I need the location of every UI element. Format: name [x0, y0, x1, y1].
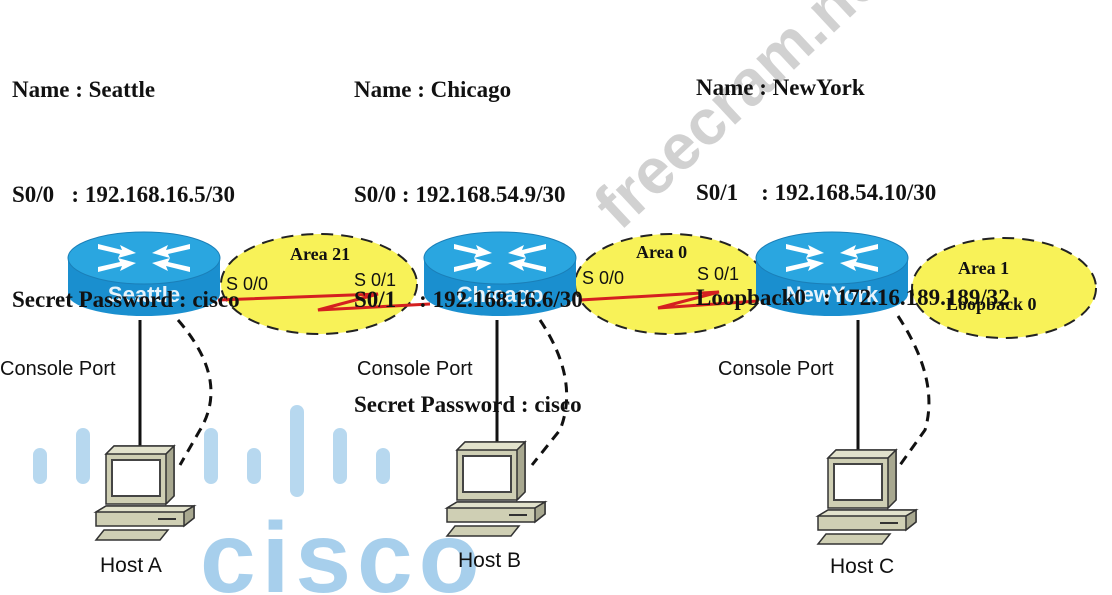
console-port-label-b: Console Port: [357, 358, 473, 380]
router-seattle[interactable]: Seattle: [67, 231, 221, 316]
newyork-info-name: Name : NewYork: [696, 75, 865, 100]
seattle-info-password: Secret Password : cisco: [12, 287, 240, 312]
area-21-label: Area 21: [290, 244, 350, 264]
chicago-info-password: Secret Password : cisco: [354, 392, 582, 417]
chicago-info-s01: S0/1 : 192.168.16.6/30: [354, 287, 583, 312]
serial-link-chicago-newyork: [579, 290, 759, 310]
serial-link-seattle-chicago: [217, 292, 431, 312]
dashed-link-c: [896, 315, 931, 466]
router-newyork[interactable]: NewYork: [755, 231, 909, 316]
area-0-left-iface: S 0/0: [582, 268, 624, 288]
chicago-info-s00: S0/0 : 192.168.54.9/30: [354, 182, 566, 207]
host-b-label: Host B: [458, 549, 521, 572]
chicago-info: Name : Chicago S0/0 : 192.168.54.9/30 S0…: [354, 2, 583, 492]
dashed-link-a: [176, 319, 213, 466]
host-c-label: Host C: [830, 555, 894, 578]
dashed-link-b: [530, 319, 569, 466]
host-a-label: Host A: [100, 554, 162, 577]
seattle-info-s00: S0/0 : 192.168.16.5/30: [12, 182, 235, 207]
newyork-info: Name : NewYork S0/1 : 192.168.54.10/30 L…: [696, 0, 1010, 385]
router-newyork-label: NewYork: [786, 282, 879, 307]
router-chicago[interactable]: Chicago: [423, 231, 577, 316]
area-1-loopback-label: Loopback 0: [946, 294, 1037, 314]
router-seattle-label: Seattle: [108, 282, 180, 307]
console-port-label-a: Console Port: [0, 358, 116, 380]
area-21-zone: Area 21 S 0/0 S 0/1: [220, 233, 418, 335]
newyork-info-s01: S0/1 : 192.168.54.10/30: [696, 180, 937, 205]
router-chicago-label: Chicago: [457, 282, 544, 307]
seattle-info-name: Name : Seattle: [12, 77, 156, 102]
area-1-zone: Area 1 Loopback 0: [911, 237, 1097, 339]
area-0-right-iface: S 0/1: [697, 264, 739, 284]
cisco-logo-watermark: cisco: [33, 405, 486, 595]
seattle-info: Name : Seattle S0/0 : 192.168.16.5/30 Se…: [12, 2, 240, 387]
area-1-label: Area 1: [958, 258, 1009, 278]
area-21-left-iface: S 0/0: [226, 274, 268, 294]
newyork-info-loopback: Loopback0 : 172.16.189.189/32: [696, 285, 1010, 310]
area-0-label: Area 0: [636, 242, 687, 262]
area-21-right-iface: S 0/1: [354, 270, 396, 290]
host-a-pc-icon[interactable]: [95, 445, 195, 541]
console-port-label-c: Console Port: [718, 358, 834, 380]
cisco-logo-text: cisco: [200, 502, 486, 595]
chicago-info-name: Name : Chicago: [354, 77, 512, 102]
